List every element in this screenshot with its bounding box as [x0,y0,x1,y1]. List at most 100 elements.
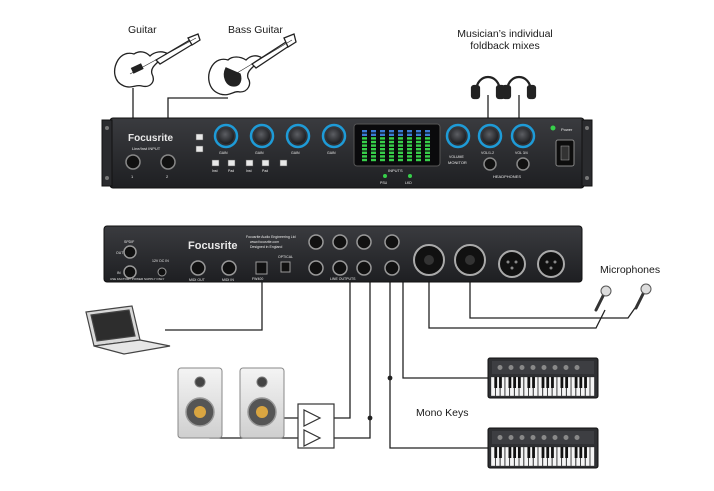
black-key [584,447,587,458]
meter-segment [407,140,412,144]
spdif-in-jack[interactable] [123,265,137,279]
volume-label: VOL 3/4 [515,151,528,155]
xlr-combo-inputs[interactable] [413,244,565,278]
meter-segment [425,133,430,136]
knob-label: GAIN [327,151,336,155]
switch-label: Pad [228,169,234,173]
keyboard-knob [508,365,514,370]
speaker-icon [177,367,223,439]
meter-segment [380,155,385,158]
foldback-label-line: foldback mixes [470,40,540,52]
knob-label: GAIN [291,151,300,155]
meter-segment [389,151,394,154]
meter-segment [416,137,421,140]
keyboard-knob [497,365,503,370]
firewire-port[interactable] [255,261,268,275]
dc-in-jack[interactable] [157,267,167,277]
knob-label: GAIN [219,151,228,155]
inst-switch[interactable] [211,159,220,167]
meter-segment [380,137,385,140]
junction-dot [367,415,373,421]
gain-knob[interactable] [285,123,311,149]
gain-knob[interactable] [321,123,347,149]
pad-switch[interactable] [261,159,270,167]
meter-segment [398,133,403,136]
pad-switch[interactable] [227,159,236,167]
black-key [499,377,502,388]
meter-segment [416,144,421,147]
meter-segment [425,155,430,158]
headphone-jack[interactable] [483,157,497,171]
meter-segment [371,133,376,136]
black-key [527,447,531,458]
black-key [517,377,521,388]
optical-label: OPTICAL [278,255,293,259]
power-label: Power [561,127,573,132]
input-jack[interactable] [125,154,141,170]
microphones-label: Microphones [600,264,661,276]
meter-segment [371,151,376,154]
keyboard-knob [497,435,503,440]
keyboard-knob [530,435,536,440]
black-key [546,377,550,388]
keyboard-knob [552,365,558,370]
headphones-icon [501,75,537,100]
inst-switch[interactable] [279,159,288,167]
monitor-knob[interactable] [445,123,471,149]
meter-segment [371,130,376,133]
rear-footer: USE FACTORY POWER SUPPLY ONLY [110,277,164,281]
meter-segment [398,151,403,154]
gain-knob[interactable] [249,123,275,149]
meter-segment [362,133,367,136]
black-key [560,447,564,458]
black-key [532,377,535,388]
black-key [513,377,517,388]
keyboard-knob [541,435,547,440]
firewire-label: FW400 [252,277,263,281]
headphones-label: HEADPHONES [493,174,521,179]
black-key [532,447,535,458]
black-key [565,377,569,388]
black-key [574,377,578,388]
meter-segment [371,158,376,162]
headphone-volume-knob[interactable] [477,123,503,149]
meter-segment [416,133,421,136]
line-output-jacks[interactable] [308,234,400,276]
status-label: PSU [380,181,388,185]
keyboard-knob [519,365,525,370]
meter-segment [425,151,430,154]
headphone-jack[interactable] [516,157,530,171]
meter-segment [371,148,376,151]
meter-segment [380,133,385,136]
keyboard-knob [508,435,514,440]
meter-segment [425,144,430,147]
midi-out-port[interactable] [190,260,206,276]
optical-port[interactable] [280,261,291,273]
amplifier-icon [297,403,335,449]
meter-segment [389,130,394,133]
out-label: OUT [116,251,124,255]
meter-segment [407,133,412,136]
midi-in-port[interactable] [221,260,237,276]
input-jack[interactable] [160,154,176,170]
white-key [590,446,595,467]
status-label: LKD [405,181,412,185]
keyboard-knob [519,435,525,440]
meter-segment [407,155,412,158]
gain-knob[interactable] [213,123,239,149]
switch-label: Inst [246,169,252,173]
black-key [527,377,531,388]
meter-segment [398,155,403,158]
guitar-icon [113,33,201,88]
front-brand: Focusrite [128,133,173,144]
spdif-out-jack[interactable] [123,245,137,259]
rear-eng-line: www.focusrite.com [250,240,279,244]
meter-segment [407,158,412,162]
inst-switch[interactable] [245,159,254,167]
meter-segment [416,155,421,158]
meter-segment [380,130,385,133]
headphone-volume-knob[interactable] [510,123,536,149]
dc-in-label: 12V DC IN [152,259,169,263]
meter-segment [362,148,367,151]
